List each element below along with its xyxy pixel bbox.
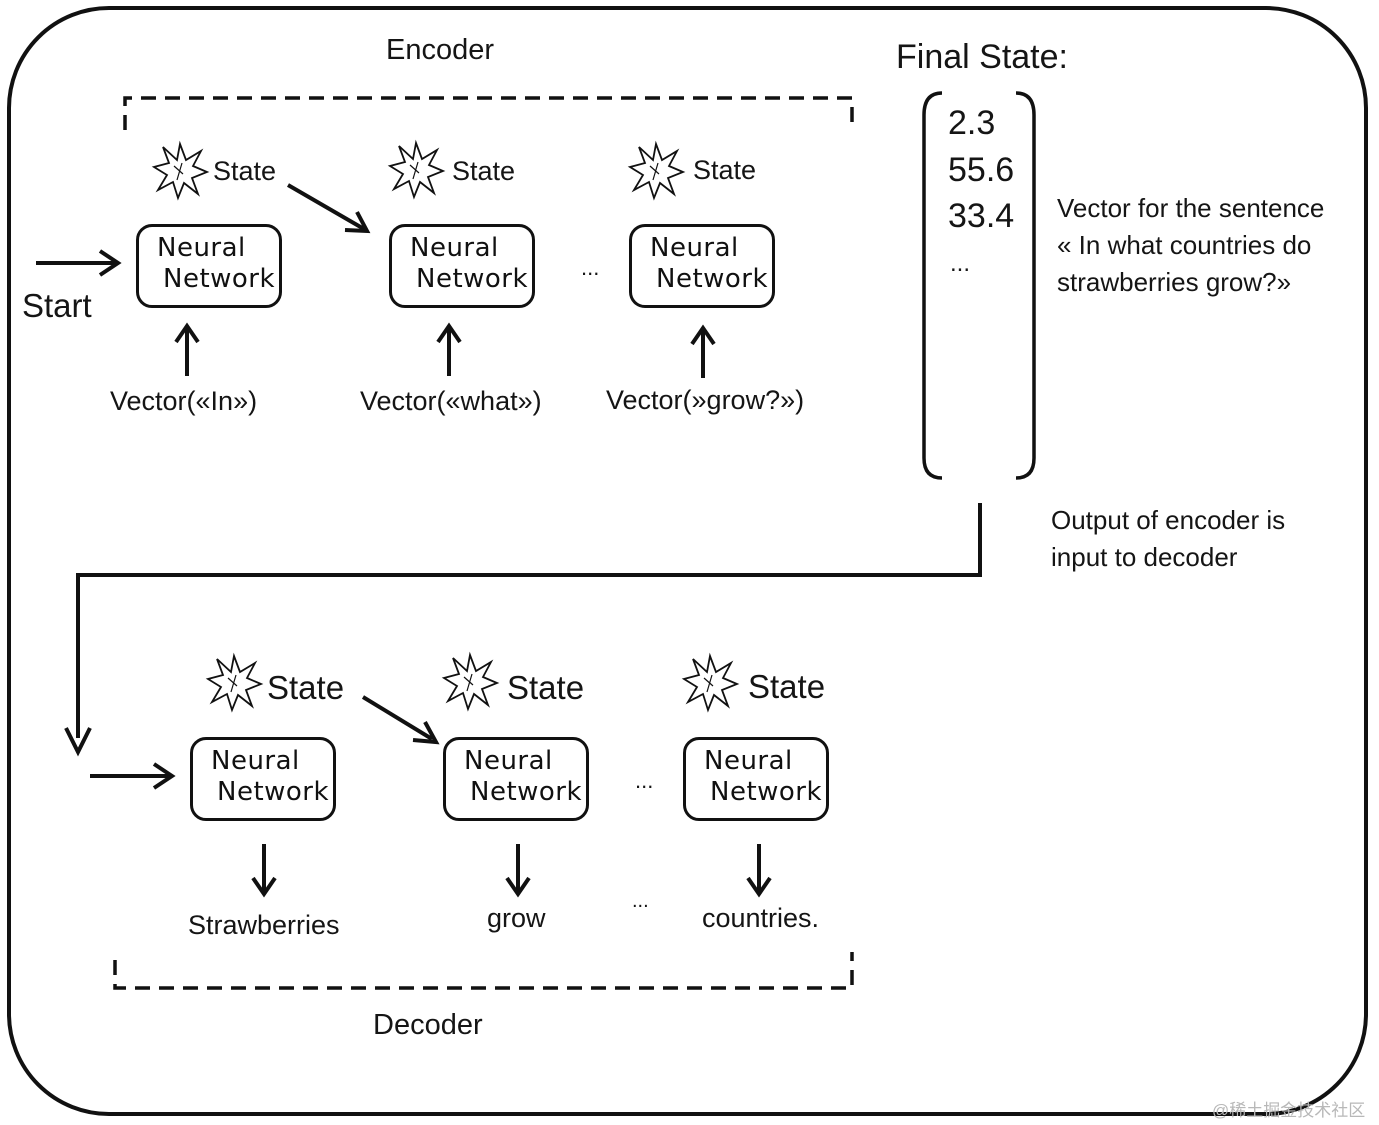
node-line-2: Network — [470, 777, 583, 807]
encoder-input-label-3: Vector(»grow?») — [606, 385, 805, 415]
final-state-description-line-1: Vector for the sentence — [1057, 193, 1325, 223]
encoder-input-arrow-2 — [436, 322, 462, 376]
decoder-bracket — [113, 952, 854, 990]
decoder-state-label-2: State — [507, 669, 585, 706]
encoder-neural-network-3: Neural Network — [629, 224, 775, 308]
encoder-neural-network-1: Neural Network — [136, 224, 282, 308]
starburst-icon — [153, 143, 208, 199]
final-state-left-paren — [922, 91, 943, 480]
decoder-output-arrow-3 — [746, 844, 772, 898]
decoder-state-arrow — [361, 695, 440, 745]
encoder-input-label-2: Vector(«what») — [360, 386, 542, 416]
encoder-input-label-1: Vector(«In») — [110, 386, 258, 416]
decoder-output-label-2: grow — [487, 903, 546, 933]
outer-frame — [7, 6, 1368, 1116]
encoder-ellipsis: ... — [581, 255, 600, 280]
node-line-1: Neural — [410, 233, 499, 263]
connector-caption-line-2: input to decoder — [1051, 542, 1238, 572]
decoder-neural-network-2: Neural Network — [443, 737, 589, 821]
decoder-state-label-3: State — [748, 668, 826, 705]
node-line-2: Network — [710, 777, 823, 807]
starburst-icon — [443, 654, 498, 710]
final-state-right-paren — [1015, 91, 1036, 480]
decoder-title: Decoder — [373, 1009, 483, 1041]
decoder-state-label-1: State — [267, 669, 345, 706]
encoder-state-label-1: State — [213, 156, 277, 186]
encoder-state-label-3: State — [693, 155, 757, 185]
node-line-1: Neural — [464, 746, 553, 776]
starburst-icon — [629, 143, 684, 199]
final-state-value-3: 33.4 — [948, 197, 1015, 235]
final-state-title: Final State: — [896, 38, 1068, 76]
node-line-2: Network — [416, 264, 529, 294]
starburst-icon — [683, 655, 738, 711]
starburst-icon — [207, 655, 262, 711]
encoder-title: Encoder — [386, 34, 495, 66]
encoder-input-arrow-1 — [174, 322, 200, 376]
node-line-1: Neural — [211, 746, 300, 776]
node-line-2: Network — [656, 264, 769, 294]
node-line-1: Neural — [157, 233, 246, 263]
connector-caption-line-1: Output of encoder is — [1051, 505, 1286, 535]
decoder-output-arrow-2 — [505, 844, 531, 898]
encoder-bracket — [123, 96, 854, 130]
final-state-value-ellipsis: ... — [950, 250, 971, 277]
final-state-description-line-2: « In what countries do — [1057, 230, 1312, 260]
encoder-state-label-2: State — [452, 156, 516, 186]
node-line-1: Neural — [704, 746, 793, 776]
decoder-neural-network-3: Neural Network — [683, 737, 829, 821]
encoder-neural-network-2: Neural Network — [389, 224, 535, 308]
decoder-output-arrow-1 — [251, 844, 277, 898]
final-state-description-line-3: strawberries grow?» — [1057, 267, 1292, 297]
decoder-neural-network-1: Neural Network — [190, 737, 336, 821]
starburst-icon — [389, 142, 444, 198]
start-label: Start — [22, 287, 92, 324]
connector-arrowhead — [64, 727, 92, 757]
decoder-output-ellipsis: ... — [632, 890, 649, 912]
node-line-2: Network — [217, 777, 330, 807]
watermark: @稀土掘金技术社区 — [1212, 1101, 1366, 1120]
encoder-decoder-connector — [76, 503, 982, 738]
decoder-input-arrow — [90, 762, 176, 790]
decoder-output-label-1: Strawberries — [188, 910, 340, 940]
decoder-output-label-3: countries. — [702, 903, 820, 933]
final-state-value-1: 2.3 — [948, 104, 996, 142]
start-arrow — [36, 249, 122, 277]
node-line-1: Neural — [650, 233, 739, 263]
final-state-value-2: 55.6 — [948, 151, 1015, 189]
node-line-2: Network — [163, 264, 276, 294]
encoder-input-arrow-3 — [690, 324, 716, 378]
encoder-state-arrow — [286, 183, 371, 234]
decoder-ellipsis: ... — [635, 768, 654, 793]
